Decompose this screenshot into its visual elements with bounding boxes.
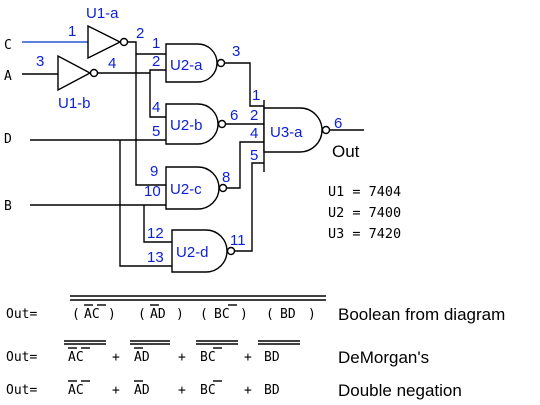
pin-u2b-out: 6 [230,107,238,124]
pin-u2d-in2: 13 [147,249,164,266]
pin-u2a-out: 3 [232,43,240,60]
term-bc: BC [214,307,230,322]
wire-notc-to-u2a [128,41,166,55]
svg-text:+: + [112,350,120,365]
nand-gate-u3a [263,100,331,172]
svg-text:AC: AC [68,383,84,398]
svg-text:(: ( [200,307,208,322]
svg-text:(: ( [72,307,80,322]
svg-text:+: + [244,383,252,398]
input-label-d: D [4,132,12,147]
pin-u2c-in2: 10 [144,183,161,200]
nand-gate-u2c [165,166,228,210]
equation-line-3: Out= AC + AD + BC + BD [6,380,280,398]
pin-u3a-out: 6 [334,115,342,132]
pin-u2d-out: 11 [230,232,246,249]
gate-label-u2a: U2-a [170,57,203,74]
caption-double-negation: Double negation [338,381,462,400]
pin-u3a-in4: 5 [250,147,258,164]
gate-label-u1b: U1-b [58,95,91,112]
caption-demorgan: DeMorgan's [338,348,429,367]
wire-u2d-out [235,162,264,252]
svg-text:+: + [112,383,120,398]
svg-text:BD: BD [264,350,280,365]
wire-d-to-u2d [119,140,172,267]
caption-boolean: Boolean from diagram [338,305,505,324]
svg-text:BC: BC [200,383,216,398]
svg-text:Out=: Out= [6,307,37,322]
equation-line-2: Out= AC + AD + BC + BD [6,340,300,365]
nand-gate-u2b [165,103,227,145]
term-ad: AD [150,307,166,322]
svg-text:AC: AC [68,350,84,365]
svg-text:BC: BC [200,350,216,365]
pin-u3a-in3: 4 [250,125,258,142]
input-label-a: A [4,69,12,84]
input-label-b: B [4,199,12,214]
gate-label-u2b: U2-b [170,117,203,134]
pin-u2a-in1: 1 [152,35,160,52]
pin-u2c-out: 8 [222,169,230,186]
wire-notc-to-u2c [135,54,166,186]
pin-u2b-in2: 5 [152,123,160,140]
wire-nota-to-u2a [98,69,166,74]
inverter-u1a [87,24,129,60]
svg-text:Out=: Out= [6,383,37,398]
wire-u2c-out [227,141,264,189]
ic-list-u2: U2 = 7400 [328,205,401,221]
pin-u3a-in2: 2 [250,107,258,124]
pin-u2a-in2: 2 [152,53,160,70]
wire-u2a-out [225,62,264,107]
nand-gate-u2a [165,43,226,83]
svg-text:Out=: Out= [6,350,37,365]
svg-text:): ) [308,307,316,322]
pin-u2d-in1: 12 [147,225,164,242]
nand-gate-u2d [171,229,236,273]
output-label: Out [332,142,360,161]
pin-u3a-in1: 1 [252,87,260,104]
gate-label-u1a: U1-a [86,5,119,22]
pin-u1a-out: 2 [136,25,144,42]
ic-list-u1: U1 = 7404 [328,184,401,200]
input-label-c: C [4,38,12,53]
svg-text:+: + [244,350,252,365]
inverter-u1b [57,54,99,92]
wire-b-to-u2d [143,205,172,243]
svg-text:): ) [240,307,248,322]
svg-text:AD: AD [134,383,150,398]
pin-u1b-in: 3 [36,53,44,70]
svg-text:): ) [176,307,184,322]
svg-text:): ) [108,307,116,322]
svg-text:(: ( [138,307,146,322]
gate-label-u2c: U2-c [170,181,202,198]
svg-text:AD: AD [134,350,150,365]
wire-nota-to-u2b [149,73,166,118]
pin-u2c-in1: 9 [150,163,158,180]
svg-text:(: ( [266,307,274,322]
ic-list-u3: U3 = 7420 [328,226,401,242]
svg-text:+: + [178,350,186,365]
pin-u2b-in1: 4 [152,99,160,116]
gate-label-u3a: U3-a [270,124,303,141]
pin-u1a-in: 1 [68,23,76,40]
equation-line-1: Out= ( AC ) ( AD ) ( BC ) ( BD ) [6,295,326,322]
svg-text:+: + [178,383,186,398]
term-ac: AC [84,307,100,322]
term-bd: BD [280,307,296,322]
gate-label-u2d: U2-d [176,244,209,261]
svg-text:BD: BD [264,383,280,398]
pin-u1b-out: 4 [108,55,116,72]
